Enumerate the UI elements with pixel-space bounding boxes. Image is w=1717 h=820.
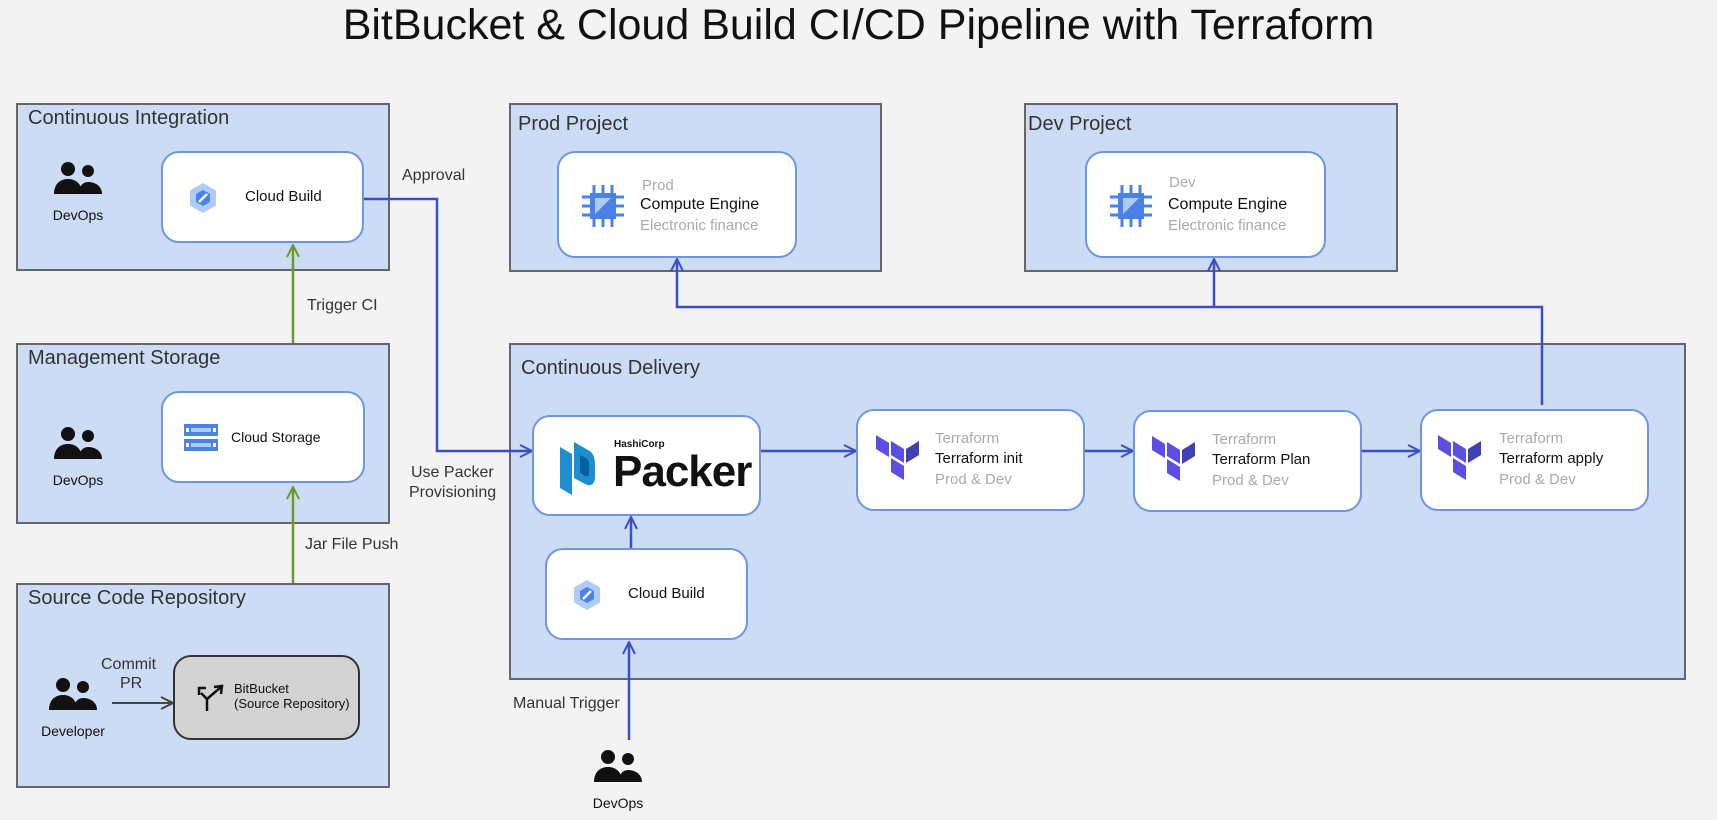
cloud-build-icon <box>574 580 600 610</box>
cloud-storage-icon <box>184 424 218 451</box>
packer-brand: HashiCorp <box>614 439 665 450</box>
node-env: Prod & Dev <box>1499 471 1576 488</box>
group-label: Prod Project <box>518 113 629 135</box>
group-label: Dev Project <box>1028 113 1132 135</box>
branch-icon <box>197 684 224 711</box>
actor-name: DevOps <box>52 472 104 488</box>
node-label: Cloud Build <box>628 585 705 602</box>
node-tool: Terraform <box>935 430 1000 447</box>
group-label: Continuous Delivery <box>521 357 700 379</box>
node-label: Terraform init <box>935 450 1023 467</box>
node-terraform-apply[interactable]: Terraform Terraform apply Prod & Dev <box>1420 409 1649 511</box>
compute-engine-icon <box>582 185 624 227</box>
cloud-build-icon <box>190 183 216 213</box>
actor-name: DevOps <box>52 207 104 223</box>
node-desc: Electronic finance <box>1168 217 1287 234</box>
people-icon <box>49 678 97 710</box>
node-label: Compute Engine <box>1168 196 1288 213</box>
edge-label-trigger-ci: Trigger CI <box>307 297 378 314</box>
edge-label-pr: PR <box>120 675 143 692</box>
node-prod-compute-engine[interactable]: Prod Compute Engine Electronic finance <box>557 151 797 258</box>
actor-storage-devops: DevOps <box>48 425 108 488</box>
edge-label-provisioning: Provisioning <box>409 484 497 501</box>
edge-approval <box>364 197 532 451</box>
terraform-icon <box>1438 435 1481 480</box>
node-env: Prod & Dev <box>1212 472 1289 489</box>
actor-name: DevOps <box>592 795 644 811</box>
edge-apply-deploy <box>677 259 1544 405</box>
node-env: Dev <box>1169 174 1196 191</box>
node-cloud-build-ci[interactable]: Cloud Build <box>161 151 364 243</box>
diagram-title: BitBucket & Cloud Build CI/CD Pipeline w… <box>342 1 1375 49</box>
node-desc: Electronic finance <box>640 217 759 234</box>
node-label: Packer <box>613 447 752 496</box>
node-label: BitBucket <box>234 681 289 696</box>
edge-label-approval: Approval <box>402 167 466 184</box>
node-label: Cloud Build <box>245 188 322 205</box>
node-tool: Terraform <box>1499 430 1564 447</box>
actor-name: Developer <box>41 723 105 739</box>
people-icon <box>54 162 102 194</box>
actor-ci-devops: DevOps <box>48 160 108 223</box>
terraform-icon <box>1152 436 1195 481</box>
edge-label-jar-push: Jar File Push <box>305 536 399 553</box>
compute-engine-icon <box>1110 185 1152 227</box>
group-label: Continuous Integration <box>28 107 230 129</box>
node-dev-compute-engine[interactable]: Dev Compute Engine Electronic finance <box>1085 151 1326 258</box>
node-bitbucket[interactable]: BitBucket (Source Repository) <box>173 655 360 740</box>
actor-manual-devops: DevOps <box>588 748 648 811</box>
edge-label-manual-trigger: Manual Trigger <box>513 695 620 712</box>
packer-icon <box>560 442 595 495</box>
node-label-sub: (Source Repository) <box>234 696 350 711</box>
people-icon <box>54 427 102 459</box>
group-label: Source Code Repository <box>28 587 246 609</box>
node-packer[interactable]: HashiCorp Packer <box>532 415 761 516</box>
node-cloud-storage[interactable]: Cloud Storage <box>161 391 365 483</box>
node-cloud-build-cd[interactable]: Cloud Build <box>545 548 748 640</box>
people-icon <box>594 750 642 782</box>
node-label: Terraform apply <box>1499 450 1604 467</box>
group-label: Management Storage <box>28 347 221 369</box>
node-label: Cloud Storage <box>231 429 321 445</box>
node-terraform-init[interactable]: Terraform Terraform init Prod & Dev <box>856 409 1085 511</box>
node-terraform-plan[interactable]: Terraform Terraform Plan Prod & Dev <box>1133 410 1362 512</box>
actor-developer: Developer <box>38 676 108 739</box>
node-label: Terraform Plan <box>1212 451 1311 468</box>
node-env: Prod & Dev <box>935 471 1012 488</box>
edge-label-commit: Commit <box>101 656 157 673</box>
terraform-icon <box>876 435 919 480</box>
node-tool: Terraform <box>1212 431 1277 448</box>
edge-label-use-packer: Use Packer <box>411 464 494 481</box>
node-env: Prod <box>642 177 674 194</box>
node-label: Compute Engine <box>640 196 760 213</box>
